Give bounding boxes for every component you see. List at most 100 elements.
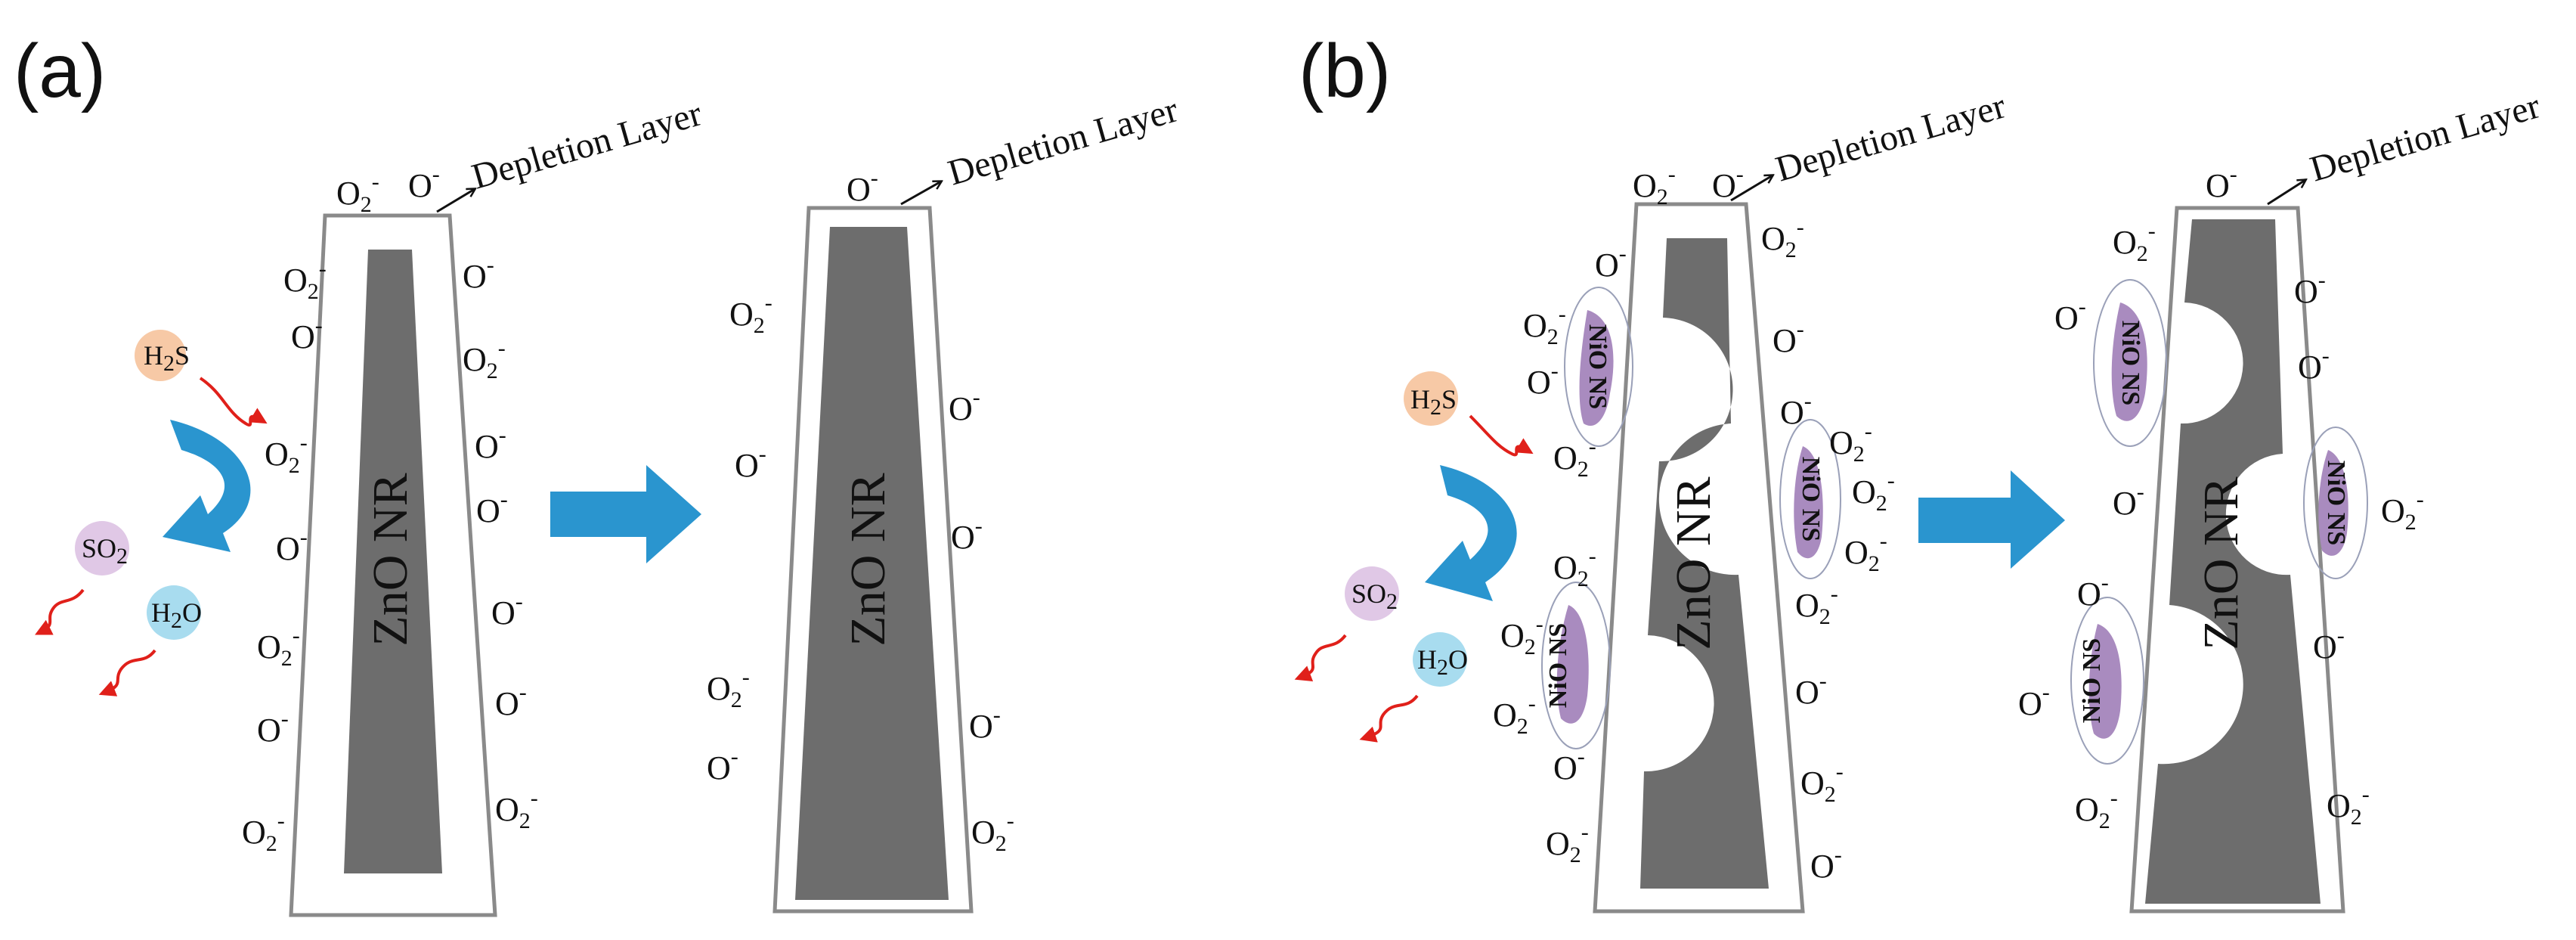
nio-nanosheet bbox=[1794, 446, 1823, 559]
o2-ion: O2- bbox=[1795, 582, 1838, 629]
o2-ion: O2- bbox=[1829, 419, 1872, 467]
nio-sheets-b2: NiO NS NiO NS NiO NS bbox=[2070, 279, 2368, 765]
ions-a1: O2- O- O2- O- O2- O- O2- O- O2- O- O2- O… bbox=[242, 162, 538, 856]
nio-sheets-b1: NiO NS NiO NS NiO NS bbox=[1541, 287, 1841, 749]
depletion-label: Depletion Layer bbox=[467, 93, 706, 197]
nio-nanosheet bbox=[1579, 310, 1614, 427]
wavy-arrow-out-so2 bbox=[35, 588, 85, 635]
o2-ion: O2- bbox=[1844, 529, 1887, 576]
o2-ion: O2- bbox=[1633, 162, 1676, 209]
so2-molecule bbox=[75, 521, 129, 575]
o-ion: O- bbox=[408, 162, 440, 204]
nio-label: NiO NS bbox=[1544, 623, 1572, 708]
wavy-arrow-in bbox=[1469, 414, 1534, 457]
h2s-molecule bbox=[1404, 371, 1458, 426]
nio-label: NiO NS bbox=[2078, 638, 2106, 723]
ions-a2: O- O2- O- O2- O- O- O- O- O2- bbox=[707, 166, 1014, 856]
zno-core bbox=[1640, 238, 1769, 889]
transition-arrow-b bbox=[1918, 470, 2065, 569]
depletion-pointer bbox=[900, 181, 941, 206]
so2-molecule bbox=[1345, 566, 1399, 621]
nanorod-label: ZnO NR bbox=[1666, 476, 1721, 650]
o2-ion: O2- bbox=[2327, 782, 2370, 830]
o-ion: O- bbox=[1810, 842, 1842, 885]
o2-ion: O2- bbox=[1553, 544, 1596, 591]
nanorod-label: ZnO NR bbox=[841, 473, 896, 646]
o2-ion: O2- bbox=[336, 169, 379, 217]
o2-ion: O2- bbox=[1546, 820, 1589, 867]
so2-label: SO2 bbox=[1351, 579, 1398, 614]
gas-reaction-a: H2S SO2 H2O bbox=[35, 330, 268, 696]
o-ion: O- bbox=[707, 744, 738, 786]
ions-b2: O- O2- O- O- O- O- O2- O- O- O2- O- O2- bbox=[2018, 162, 2424, 833]
nio-label: NiO NS bbox=[1584, 324, 1612, 409]
o-ion: O- bbox=[257, 706, 289, 749]
nanorod-a2: ZnO NR Depletion Layer bbox=[772, 89, 1182, 914]
depletion-label: Depletion Layer bbox=[1771, 85, 2010, 189]
zno-core bbox=[795, 227, 949, 900]
nanorod-label: ZnO NR bbox=[363, 473, 418, 646]
o2-ion: O2- bbox=[1800, 759, 1844, 807]
nio-nanosheet bbox=[1556, 605, 1589, 724]
nio-label: NiO NS bbox=[1797, 457, 1825, 541]
o2-ion: O2- bbox=[283, 256, 327, 304]
o-ion: O- bbox=[951, 513, 983, 556]
o-ion: O- bbox=[949, 385, 980, 427]
o-ion: O- bbox=[491, 589, 523, 631]
o-ion: O- bbox=[1595, 241, 1627, 284]
nanorod-b1: ZnO NR Depletion Layer bbox=[1593, 85, 2010, 914]
o2-ion: O2- bbox=[2113, 219, 2156, 266]
o-ion: O- bbox=[1527, 358, 1559, 401]
o2-ion: O2- bbox=[2075, 786, 2118, 833]
o2-ion: O2- bbox=[1761, 215, 1804, 262]
nio-nanosheet bbox=[2111, 302, 2147, 421]
depletion-pointer bbox=[436, 189, 475, 213]
h2o-molecule bbox=[1413, 632, 1467, 687]
o-ion: O- bbox=[847, 166, 878, 208]
o2-ion: O2- bbox=[2381, 487, 2424, 535]
o2-ion: O2- bbox=[1493, 691, 1536, 739]
gas-reaction-b: H2S SO2 H2O bbox=[1294, 371, 1534, 743]
zno-core bbox=[344, 250, 442, 873]
panel-a-label: (a) bbox=[14, 29, 106, 113]
depletion-label: Depletion Layer bbox=[2305, 85, 2544, 189]
zno-core bbox=[2145, 219, 2321, 904]
o-ion: O- bbox=[291, 313, 323, 355]
h2o-molecule bbox=[147, 585, 201, 640]
wavy-arrow-out-so2 bbox=[1294, 634, 1347, 681]
o-ion: O- bbox=[969, 703, 1001, 745]
o2-ion: O2- bbox=[971, 808, 1014, 856]
o2-ion: O2- bbox=[1553, 434, 1596, 482]
o2-ion: O2- bbox=[495, 786, 538, 833]
o-ion: O- bbox=[2313, 623, 2345, 665]
o-ion: O- bbox=[1780, 389, 1812, 431]
o-ion: O- bbox=[1553, 744, 1585, 786]
o-ion: O- bbox=[476, 487, 508, 529]
h2o-label: H2O bbox=[151, 597, 202, 633]
h2s-label: H2S bbox=[144, 340, 190, 376]
o2-ion: O2- bbox=[1852, 468, 1895, 516]
o2-ion: O2- bbox=[1523, 302, 1566, 349]
o-ion: O- bbox=[276, 525, 308, 567]
nio-nanosheet bbox=[2088, 624, 2122, 739]
nanorod-label: ZnO NR bbox=[2194, 476, 2249, 650]
curved-reaction-arrow bbox=[1425, 465, 1517, 601]
depletion-pointer bbox=[1730, 175, 1773, 202]
o2-ion: O2- bbox=[265, 430, 308, 478]
o-ion: O- bbox=[495, 680, 527, 722]
depletion-pointer bbox=[2267, 180, 2305, 206]
panel-b-label: (b) bbox=[1299, 29, 1391, 113]
o-ion: O- bbox=[2018, 680, 2050, 722]
wavy-arrow-out-h2o bbox=[1359, 694, 1419, 743]
h2s-molecule bbox=[135, 330, 186, 381]
transition-arrow-a bbox=[550, 465, 701, 563]
o2-ion: O2- bbox=[463, 336, 506, 383]
o-ion: O- bbox=[2054, 294, 2086, 337]
h2o-label: H2O bbox=[1417, 644, 1468, 680]
o-ion: O- bbox=[1773, 317, 1804, 359]
o-ion: O- bbox=[475, 423, 506, 465]
o-ion: O- bbox=[1795, 669, 1827, 711]
o-ion: O- bbox=[2206, 162, 2237, 204]
o-ion: O- bbox=[2298, 343, 2330, 386]
nio-label: NiO NS bbox=[2322, 461, 2350, 545]
